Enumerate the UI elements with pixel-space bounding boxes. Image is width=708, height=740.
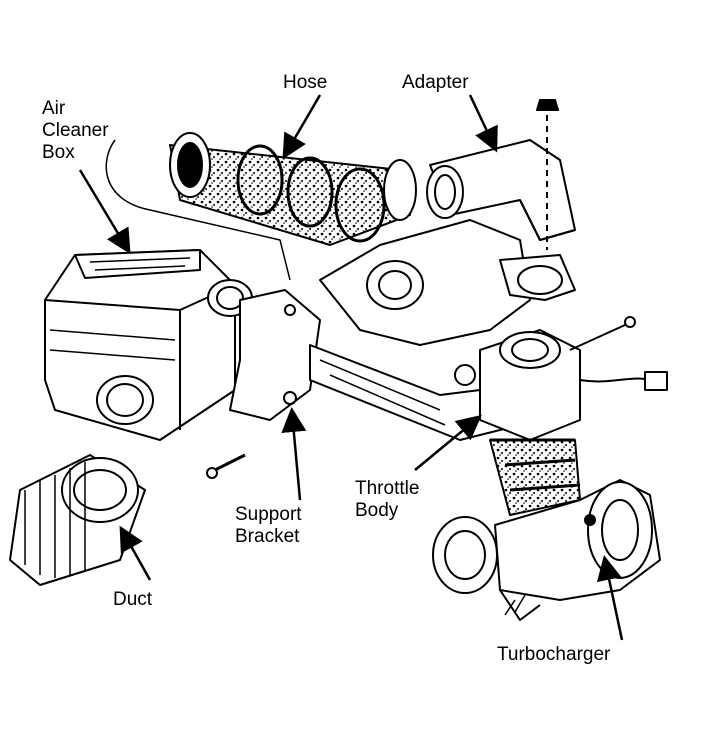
label-air-cleaner-box-line3: Box: [42, 142, 75, 163]
label-throttle-body: Throttle Body: [355, 478, 419, 522]
support-bracket-drawing: [206, 289, 321, 479]
duct-leader: [119, 525, 152, 581]
hose-leader: [282, 94, 322, 160]
label-turbocharger: Turbocharger: [497, 644, 611, 665]
label-throttle-body-line1: Throttle: [355, 478, 420, 499]
label-air-cleaner-box: Air Cleaner Box: [42, 98, 109, 164]
label-support-bracket-line2: Bracket: [235, 526, 300, 547]
air-cleaner-box-leader: [78, 169, 131, 255]
label-duct: Duct: [113, 589, 153, 610]
turbo-pipe-drawing: [489, 438, 581, 516]
leader-lines: [78, 94, 624, 641]
label-support-bracket-line1: Support: [235, 504, 302, 525]
throttle-body-leader: [414, 414, 482, 471]
label-support-bracket: Support Bracket: [235, 504, 302, 548]
support-bracket-leader: [281, 407, 307, 501]
air-cleaner-box-drawing: [44, 139, 291, 441]
adapter-drawing: [426, 99, 576, 250]
label-hose: Hose: [283, 72, 328, 93]
hose-drawing: [169, 132, 417, 246]
label-air-cleaner-box-line2: Cleaner: [42, 120, 109, 141]
label-throttle-body-line2: Body: [355, 500, 399, 521]
duct-drawing: [9, 454, 146, 586]
turbocharger-leader: [596, 555, 624, 641]
adapter-leader: [468, 94, 498, 153]
label-adapter: Adapter: [402, 72, 469, 93]
label-air-cleaner-box-line1: Air: [42, 98, 66, 119]
throttle-body-drawing: [454, 316, 668, 441]
